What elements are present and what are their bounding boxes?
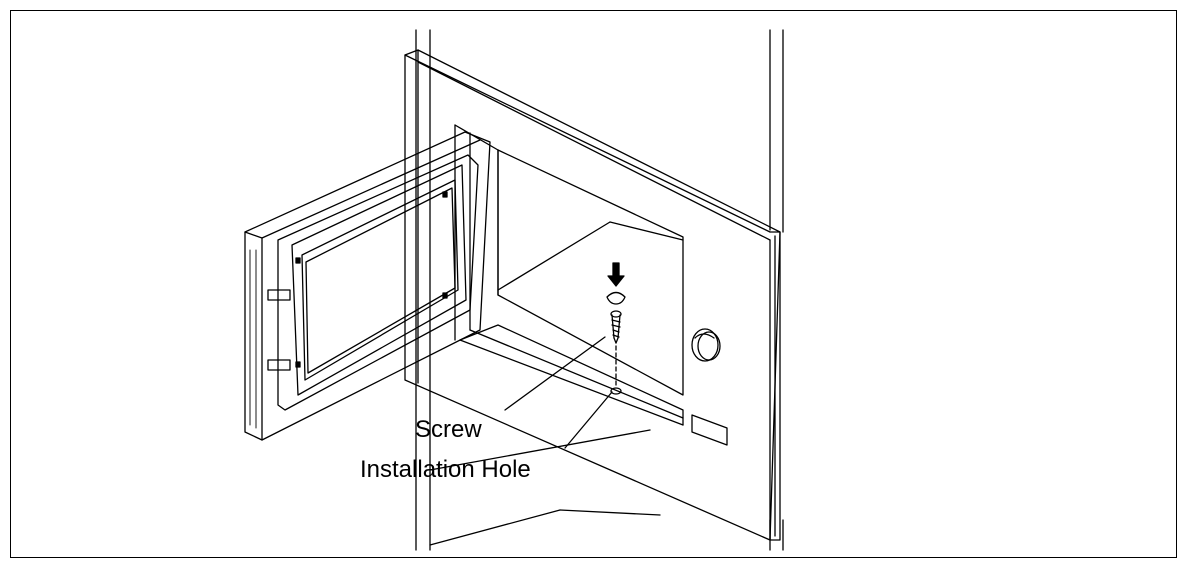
microwave-frame: [404, 49, 781, 541]
screw-icon: [611, 314, 621, 344]
diagram-frame: [10, 10, 1177, 558]
open-door: [244, 131, 491, 441]
cabinet: [415, 29, 784, 551]
display-panel: [691, 414, 728, 446]
oven-cavity: [454, 124, 684, 426]
installation-hole: [610, 387, 622, 395]
screw-assembly: [606, 262, 626, 395]
control-knob: [691, 328, 721, 362]
installation-hole-label: Installation Hole: [360, 456, 531, 483]
down-arrow-icon: [607, 262, 625, 287]
screw-cap: [606, 291, 626, 305]
screw-label: Screw: [415, 416, 482, 443]
leader-lines: [504, 336, 613, 449]
